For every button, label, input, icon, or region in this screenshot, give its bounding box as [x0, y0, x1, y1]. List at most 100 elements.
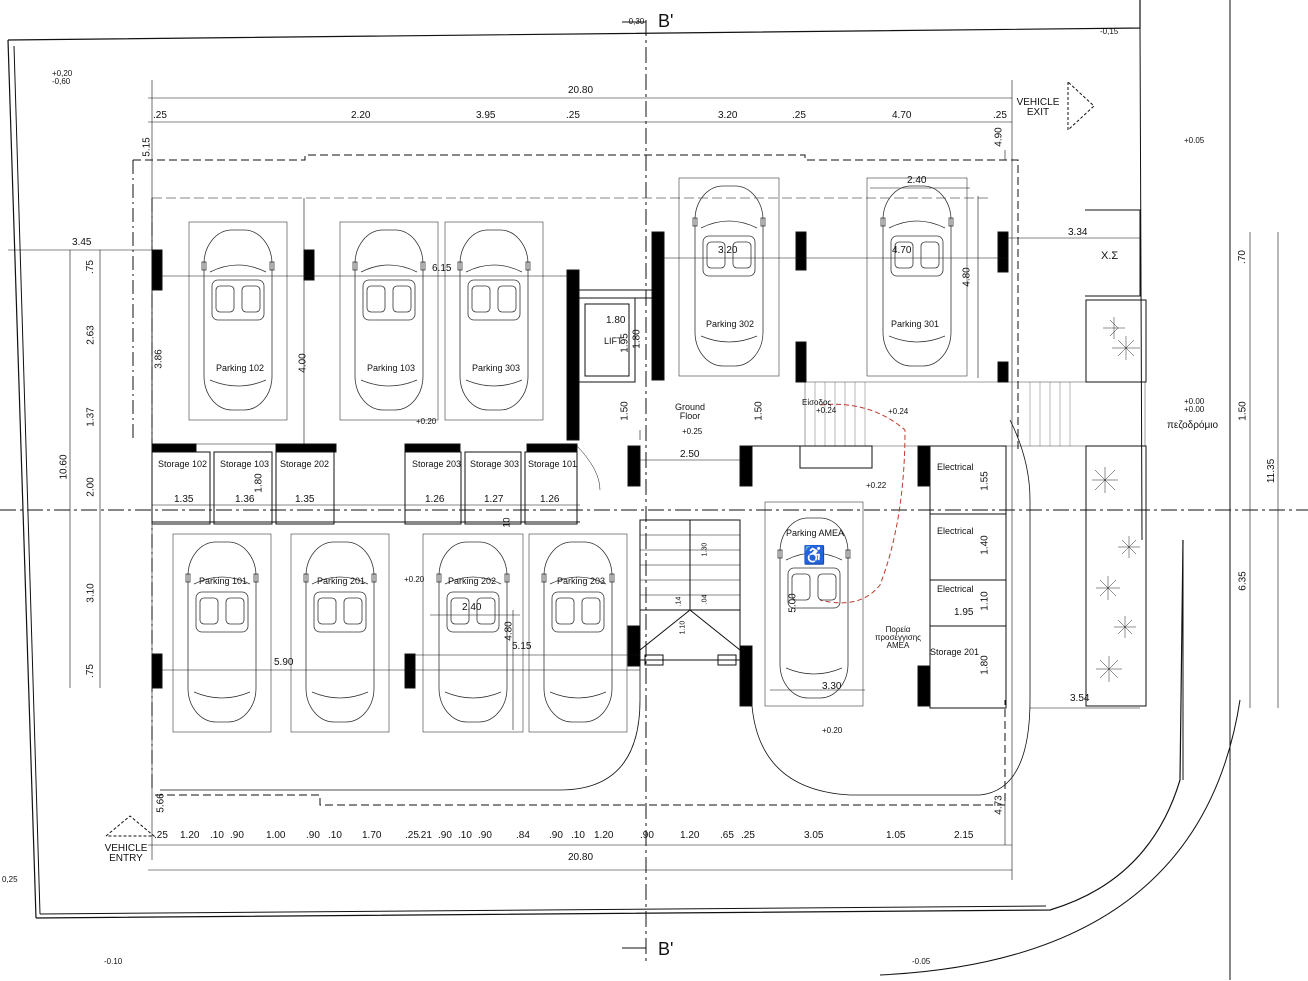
wheelchair-icon: ♿	[803, 545, 826, 565]
level-020-c: +0.20	[822, 726, 843, 735]
dim-sidewalk-width: 3.54	[1070, 693, 1090, 704]
dim-right-s2: 1.50	[1237, 401, 1249, 421]
label-parking-202: Parking 202	[448, 576, 497, 586]
dim-bottom-segment: .90	[640, 830, 654, 841]
dim-2-40-top: 2.40	[907, 175, 927, 186]
dim-bottom-segment: .10	[458, 830, 472, 841]
level-top-left: +0,20 -0,60	[52, 69, 73, 87]
dim-bottom-segment: 2.15	[954, 830, 974, 841]
label-xs: Χ.Σ	[1101, 250, 1119, 262]
dim-top-e: 3.20	[718, 110, 738, 121]
dim-right-s3: 6.35	[1237, 571, 1249, 591]
dim-storage-height: 1.80	[253, 473, 265, 493]
building-outline	[151, 198, 305, 445]
section-mark-bottom: B'	[658, 939, 674, 959]
label-amea-path: Πορεία προσέγγισης ΑΜΕΑ	[874, 625, 922, 650]
level-right-2: +0.00 +0.00	[1184, 397, 1205, 415]
level-top-right: -0,15	[1100, 27, 1119, 36]
label-parking-201: Parking 201	[317, 576, 366, 586]
dim-right-top: 4.90	[993, 127, 1005, 147]
level-024-a: +0.24	[816, 406, 837, 415]
level-024-b: +0.24	[888, 407, 909, 416]
vehicle-entry-arrow	[105, 815, 156, 837]
dim-5-15: 5.15	[512, 641, 532, 652]
dim-top-a: .25	[153, 110, 167, 121]
dim-stair-c: .04	[701, 594, 709, 605]
level-022: +0.22	[866, 481, 887, 490]
amea-path	[819, 403, 906, 604]
label-entrance: Είσοδος	[802, 398, 832, 407]
dim-left-s4: 2.00	[85, 477, 97, 497]
label-lift: LIFT	[604, 336, 623, 346]
dim-storage-3: 1.35	[295, 494, 315, 505]
dim-1-50-b: 1.50	[753, 401, 765, 421]
dim-bottom-segment: 1.00	[266, 830, 286, 841]
dim-bottom-segment: .65	[720, 830, 734, 841]
dim-6-15: 6.15	[432, 263, 452, 274]
car-outline	[185, 541, 259, 723]
dim-bottom-segment: 1.70	[362, 830, 382, 841]
label-storage-103: Storage 103	[220, 459, 270, 469]
dim-left-offset: 3.45	[72, 237, 92, 248]
dim-top-total: 20.80	[568, 85, 594, 96]
label-parking-303: Parking 303	[472, 363, 521, 373]
vehicle-exit-arrow	[1067, 81, 1095, 132]
level-bottom-right: -0.05	[912, 957, 931, 966]
dim-bottom-segment: .25	[154, 830, 168, 841]
dim-3-30: 3.30	[822, 681, 842, 692]
dim-5-00: 5.00	[787, 593, 799, 613]
dim-3-86: 3.86	[153, 349, 165, 369]
dim-bottom-segment: .84	[516, 830, 530, 841]
car-outline	[541, 541, 615, 723]
label-parking-301: Parking 301	[891, 319, 940, 329]
dim-right-total: 11.35	[1266, 458, 1278, 484]
dim-5-90: 5.90	[274, 657, 294, 668]
label-parking-302: Parking 302	[706, 319, 755, 329]
dim-lift-width: 1.80	[606, 315, 626, 326]
car-outline	[303, 541, 377, 723]
dim-right-s1: .70	[1236, 250, 1248, 264]
dim-left-s3: 1.37	[85, 407, 97, 427]
plants	[1092, 317, 1140, 682]
label-parking-101: Parking 101	[199, 576, 248, 586]
dim-top-g: 4.70	[892, 110, 912, 121]
electrical-rooms	[929, 445, 1007, 709]
dim-stair-b: .14	[675, 596, 683, 607]
dim-left-s5: 3.10	[85, 583, 97, 603]
label-parking-102: Parking 102	[216, 363, 265, 373]
dim-left-bottom: 5.66	[155, 793, 167, 813]
dim-1-50-a: 1.50	[619, 401, 631, 421]
label-storage-102: Storage 102	[158, 459, 208, 469]
dim-top-h: .25	[993, 110, 1007, 121]
label-vehicle-entry: VEHICLE ENTRY	[104, 843, 148, 864]
dim-storage-5: 1.27	[484, 494, 504, 505]
label-storage-203: Storage 203	[412, 459, 462, 469]
car-outline	[201, 229, 275, 411]
dim-bottom-segment: .90	[438, 830, 452, 841]
label-parking-203: Parking 203	[557, 576, 606, 586]
label-electrical-3: Electrical	[937, 584, 974, 594]
car-outline	[777, 517, 851, 699]
label-storage-202: Storage 202	[280, 459, 330, 469]
label-vehicle-exit: VEHICLE EXIT	[1016, 97, 1060, 118]
dim-4-80-top: 4.80	[961, 267, 973, 287]
dim-left-s1: .75	[84, 260, 96, 274]
dim-storage-1: 1.35	[174, 494, 194, 505]
dim-3-20: 3.20	[718, 245, 738, 256]
dim-bottom-segment: 1.05	[886, 830, 906, 841]
level-right-1: +0.05	[1184, 136, 1205, 145]
dim-left-s6: .75	[84, 664, 96, 678]
dim-10: 10	[501, 517, 512, 528]
dim-bottom-segment: .90	[478, 830, 492, 841]
dim-bottom-segment: .10	[571, 830, 585, 841]
road-curve	[879, 699, 1241, 976]
dim-lift-height-2: 1.80	[631, 329, 643, 349]
dim-bottom-segment: 1.20	[180, 830, 200, 841]
level-020: +0.20	[416, 417, 437, 426]
label-storage-201: Storage 201	[930, 647, 980, 657]
dim-bottom-segment: .21	[418, 830, 432, 841]
dim-bottom-segment: .25	[405, 830, 419, 841]
label-storage-101: Storage 101	[528, 459, 578, 469]
car-outline	[457, 229, 531, 411]
